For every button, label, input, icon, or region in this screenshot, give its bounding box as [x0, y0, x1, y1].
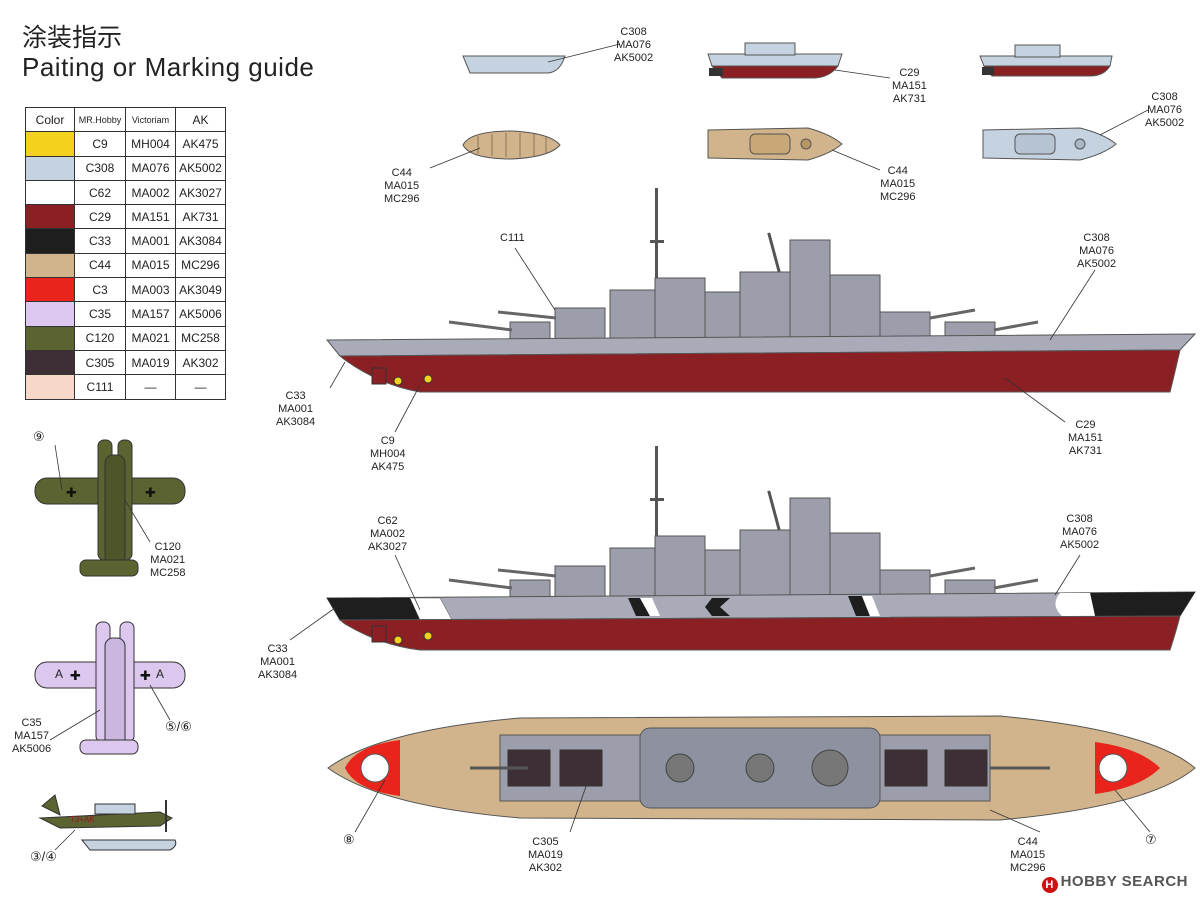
- battleship-top-view: [327, 715, 1196, 821]
- svg-text:✚: ✚: [66, 486, 77, 501]
- cell-victoriam: MA021: [125, 325, 176, 351]
- motor-boat-grey-top: [982, 127, 1117, 161]
- col-header-color: Color: [25, 106, 75, 133]
- table-row: C111——: [25, 374, 226, 400]
- cell-victoriam: MA015: [125, 252, 176, 279]
- col-header-ak: AK: [175, 106, 226, 133]
- cell-mrhobby: C3: [74, 277, 126, 303]
- motor-boat-wood-top: [707, 127, 843, 161]
- motor-boat-profile-1: [707, 42, 843, 79]
- cell-mrhobby: C33: [74, 228, 126, 254]
- cell-ak: AK302: [175, 349, 226, 376]
- cell-victoriam: MH004: [125, 131, 176, 157]
- callout-ship1-c111: C111: [500, 232, 525, 244]
- page-title: Paiting or Marking guide: [22, 52, 315, 82]
- marker-deck-right: ⑦: [1145, 832, 1157, 847]
- color-swatch: [25, 131, 75, 157]
- color-swatch: [25, 325, 75, 351]
- svg-text:✚: ✚: [145, 486, 156, 501]
- leader-lines: [49, 43, 1151, 851]
- cell-ak: MC258: [175, 325, 226, 351]
- cell-victoriam: MA157: [125, 301, 176, 327]
- color-swatch: [25, 155, 75, 181]
- hobby-search-logo-icon: H: [1041, 877, 1058, 893]
- color-swatch: [25, 252, 75, 279]
- battleship-profile-grey: [325, 188, 1197, 393]
- cell-mrhobby: C308: [74, 155, 126, 181]
- cell-mrhobby: C120: [74, 325, 126, 351]
- cell-ak: AK5002: [175, 155, 226, 181]
- color-swatch: [25, 374, 75, 400]
- plane-letter-right: A: [156, 667, 165, 681]
- marker-plane-green: ⑨: [33, 429, 45, 444]
- motor-boat-profile-2: [979, 44, 1113, 77]
- watermark-text: HOBBY SEARCH: [1060, 873, 1188, 890]
- battleship-profile-camo: [326, 446, 1196, 651]
- svg-text:✚: ✚: [70, 669, 81, 684]
- color-swatch: [25, 277, 75, 303]
- cell-victoriam: MA003: [125, 277, 176, 303]
- seaplane-lilac-top: ✚ ✚: [34, 621, 186, 755]
- cell-ak: AK3049: [175, 277, 226, 303]
- cell-ak: AK5006: [175, 301, 226, 327]
- cell-mrhobby: C111: [74, 374, 126, 400]
- cell-mrhobby: C29: [74, 204, 126, 230]
- plane-code: T3+AK: [70, 815, 95, 824]
- cell-ak: AK3084: [175, 228, 226, 254]
- cell-mrhobby: C44: [74, 252, 126, 279]
- cell-victoriam: MA001: [125, 228, 176, 254]
- cell-victoriam: MA151: [125, 204, 176, 230]
- seaplane-side-view: [38, 794, 177, 851]
- marker-plane-side: ③/④: [30, 849, 57, 864]
- cell-victoriam: MA076: [125, 155, 176, 181]
- wooden-boat-top: [462, 130, 561, 160]
- cell-mrhobby: C9: [74, 131, 126, 157]
- color-swatch: [25, 301, 75, 327]
- plane-letter-left: A: [55, 667, 64, 681]
- svg-text:✚: ✚: [140, 669, 151, 684]
- launch-boat-grey: [462, 55, 566, 74]
- cell-mrhobby: C305: [74, 349, 126, 376]
- color-swatch: [25, 204, 75, 230]
- cell-ak: MC296: [175, 252, 226, 279]
- cell-victoriam: —: [125, 374, 176, 400]
- marker-deck-left: ⑧: [343, 832, 355, 847]
- color-swatch: [25, 179, 75, 206]
- cell-victoriam: MA019: [125, 349, 176, 376]
- color-swatch: [25, 349, 75, 376]
- cell-mrhobby: C35: [74, 301, 126, 327]
- cell-mrhobby: C62: [74, 179, 126, 206]
- marker-plane-lilac: ⑤/⑥: [165, 719, 192, 734]
- cell-ak: —: [175, 374, 226, 400]
- page-title-chinese: 涂装指示: [22, 23, 123, 52]
